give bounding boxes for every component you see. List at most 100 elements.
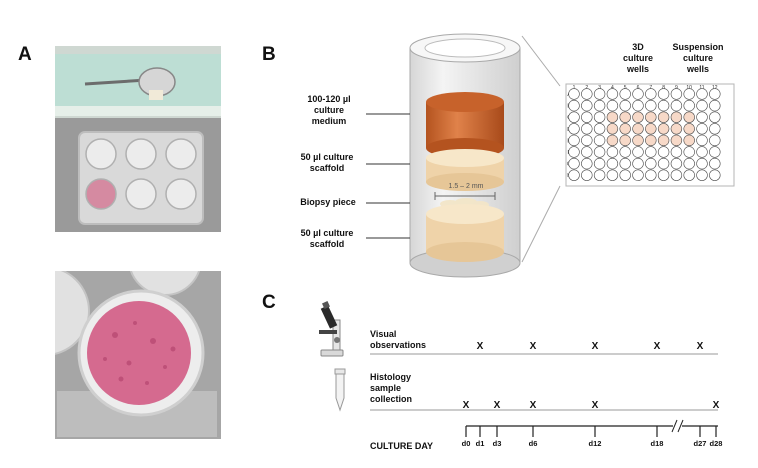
well-cylinder-diagram — [409, 33, 521, 278]
plate-well — [632, 157, 644, 170]
plate-column-label: 7 — [649, 85, 652, 91]
plate-well — [645, 169, 657, 181]
row-label-histology: Histology sample collection — [370, 372, 413, 404]
plate-well — [670, 169, 683, 181]
plate-well — [683, 157, 695, 170]
plate-well — [568, 123, 580, 135]
plate-well — [606, 111, 619, 123]
visual-observation-mark: X — [530, 341, 537, 352]
header-3d-culture-wells: 3D culture wells — [622, 42, 653, 74]
plate-well — [670, 123, 683, 135]
plate-well — [606, 134, 619, 147]
plate-well — [683, 169, 695, 181]
plate-well — [709, 111, 721, 123]
plate-well — [593, 169, 606, 181]
plate-column-label: 12 — [712, 85, 718, 91]
day-tick-label: d28 — [710, 439, 723, 448]
plate-well — [593, 134, 606, 147]
plate-well — [670, 88, 683, 100]
plate-well — [632, 99, 644, 112]
plate-well — [683, 134, 695, 147]
plate-column-label: 11 — [699, 85, 704, 91]
day-tick-label: d27 — [694, 439, 707, 448]
plate-well — [632, 123, 644, 135]
panel-letter-c: C — [262, 292, 276, 313]
plate-well — [657, 88, 670, 100]
plate-well — [619, 134, 631, 147]
plate-well — [670, 111, 683, 123]
plate-well — [568, 169, 580, 181]
plate-well — [709, 123, 721, 135]
plate-well — [568, 157, 580, 170]
plate-well — [657, 169, 670, 181]
photo-plate-overview-drawing — [55, 46, 221, 232]
plate-column-label: 1 — [573, 85, 576, 91]
plate-well — [696, 146, 708, 158]
photo-plate-overview — [55, 46, 221, 232]
plate-well — [606, 99, 619, 112]
plate-well — [581, 88, 593, 100]
photo-well-closeup — [55, 271, 221, 439]
photo-well-closeup-drawing — [55, 271, 221, 439]
plate-well — [709, 146, 721, 158]
histology-collection-mark: X — [592, 400, 599, 411]
visual-observation-mark: X — [654, 341, 661, 352]
plate-well — [581, 169, 593, 181]
panel-letter-b: B — [262, 44, 276, 65]
visual-observation-mark: X — [477, 341, 484, 352]
plate-column-label: 9 — [675, 85, 678, 91]
plate-well — [593, 88, 606, 100]
layer-label-medium: 100-120 µl culture medium — [307, 94, 351, 126]
plate-well — [568, 99, 580, 112]
plate-well — [606, 146, 619, 158]
plate-well — [632, 134, 644, 147]
plate-well — [657, 157, 670, 170]
plate-well — [645, 157, 657, 170]
plate-well — [619, 88, 631, 100]
plate-well — [619, 99, 631, 112]
plate-well — [619, 146, 631, 158]
histology-collection-mark: X — [530, 400, 537, 411]
plate-well — [606, 123, 619, 135]
day-tick-label: d0 — [462, 439, 471, 448]
tube-icon — [334, 368, 346, 412]
plate-well — [606, 169, 619, 181]
plate-well — [568, 134, 580, 147]
plate-well — [632, 146, 644, 158]
panel-letter-a: A — [18, 44, 32, 65]
plate-well — [568, 146, 580, 158]
plate-well — [696, 99, 708, 112]
day-tick-label: d3 — [493, 439, 502, 448]
plate-well — [581, 123, 593, 135]
plate-column-label: 8 — [662, 85, 665, 91]
plate-well — [619, 157, 631, 170]
plate-well — [709, 134, 721, 147]
day-tick-label: d18 — [651, 439, 664, 448]
plate-well — [645, 99, 657, 112]
histology-collection-mark: X — [494, 400, 501, 411]
day-tick-label: d1 — [476, 439, 485, 448]
plate-well — [593, 157, 606, 170]
header-suspension-wells: Suspension culture wells — [672, 42, 724, 74]
plate-well — [645, 111, 657, 123]
plate-well — [657, 134, 670, 147]
size-label: 1.5 – 2 mm — [448, 183, 484, 190]
plate-well — [709, 169, 721, 181]
plate-well — [581, 99, 593, 112]
plate-well — [581, 157, 593, 170]
plate-well — [619, 123, 631, 135]
plate-well — [632, 88, 644, 100]
plate-well — [645, 123, 657, 135]
plate-column-label: 4 — [611, 85, 614, 91]
plate-well — [632, 111, 644, 123]
plate-well — [683, 99, 695, 112]
microscope-icon — [319, 301, 344, 357]
well-plate-96: 123456789101112ABCDEFGH — [565, 83, 735, 187]
plate-well — [670, 99, 683, 112]
plate-well — [683, 123, 695, 135]
plate-well — [645, 134, 657, 147]
plate-well — [619, 169, 631, 181]
plate-well — [696, 169, 708, 181]
histology-collection-mark: X — [713, 400, 720, 411]
visual-observation-mark: X — [697, 341, 704, 352]
